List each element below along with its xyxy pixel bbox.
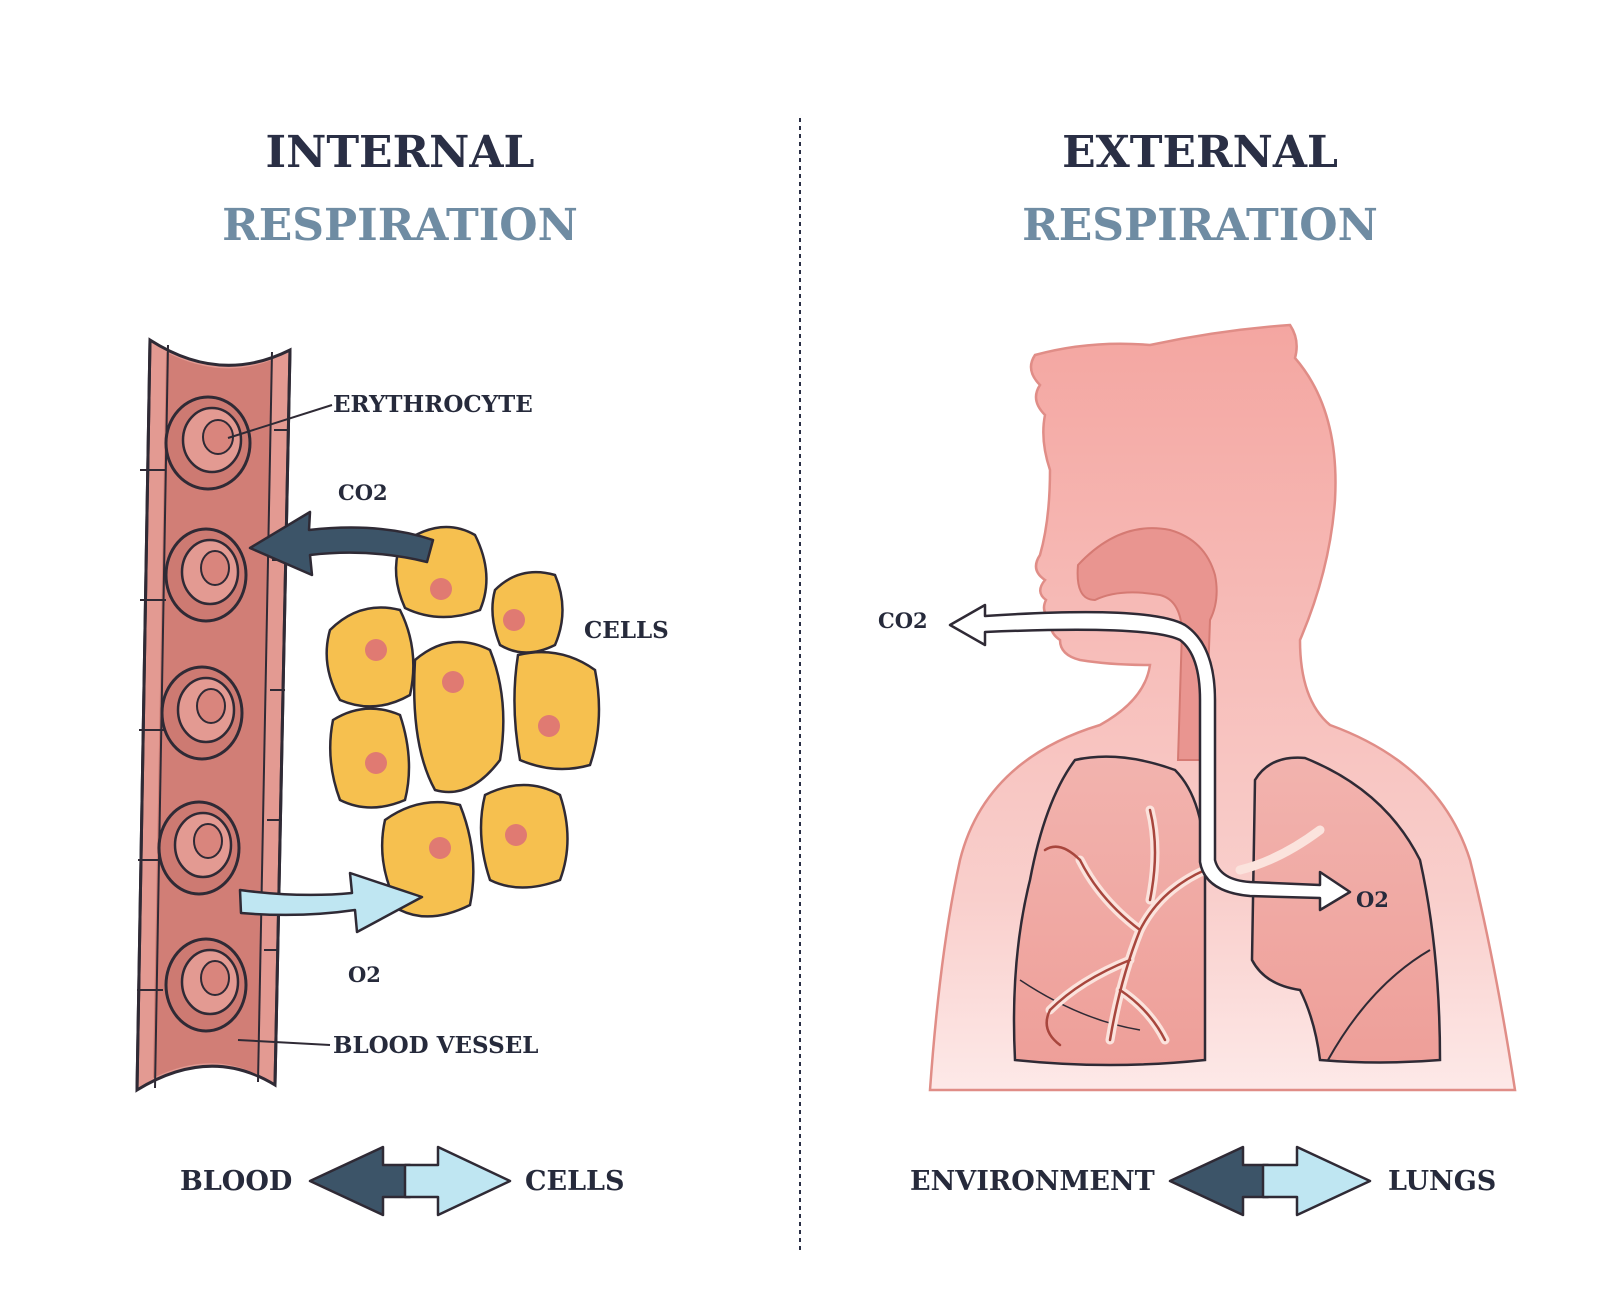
cell-nucleus [538, 715, 560, 737]
right-lung [1250, 756, 1442, 1064]
cell [380, 800, 475, 918]
airflow-arrow [948, 603, 1352, 912]
erythrocyte-4 [157, 800, 241, 896]
cell-nucleus [430, 578, 452, 600]
erythrocyte-leader [227, 404, 333, 439]
cell [513, 650, 601, 771]
right-title: EXTERNAL [1062, 127, 1338, 178]
left-footer-from: BLOOD [180, 1166, 292, 1197]
erythrocyte-5 [164, 937, 248, 1033]
cell [491, 570, 564, 654]
left-subtitle: RESPIRATION [222, 200, 578, 251]
o2-label-left: O2 [348, 962, 381, 987]
blood-vessel-leader [237, 1039, 331, 1046]
cell [412, 640, 505, 794]
right-subtitle: RESPIRATION [1022, 200, 1378, 251]
bronchial-tree [1043, 805, 1325, 1047]
cell-cluster [325, 525, 601, 918]
co2-label-right: CO2 [878, 608, 928, 633]
erythrocyte-label: ERYTHROCYTE [333, 391, 533, 418]
o2-label-right: O2 [1356, 887, 1389, 912]
left-footer-to: CELLS [525, 1166, 625, 1197]
co2-label-left: CO2 [338, 480, 388, 505]
left-title: INTERNAL [266, 127, 535, 178]
erythrocyte-2 [164, 527, 248, 623]
right-exchange-arrow [1168, 1145, 1372, 1217]
blood-vessel-label: BLOOD VESSEL [333, 1032, 538, 1059]
co2-arrow [248, 510, 435, 577]
airway [1076, 527, 1218, 761]
left-exchange-arrow [308, 1145, 512, 1217]
cell-nucleus [365, 752, 387, 774]
right-footer-to: LUNGS [1388, 1166, 1496, 1197]
cell-nucleus [429, 837, 451, 859]
cell-nucleus [503, 609, 525, 631]
cell-nucleus [365, 639, 387, 661]
o2-arrow [238, 871, 424, 934]
cell-nucleus [505, 824, 527, 846]
cell-nucleus [442, 671, 464, 693]
erythrocyte-1 [164, 395, 252, 491]
right-footer-from: ENVIRONMENT [910, 1166, 1155, 1197]
cells-label: CELLS [584, 617, 669, 644]
erythrocyte-3 [160, 665, 244, 761]
